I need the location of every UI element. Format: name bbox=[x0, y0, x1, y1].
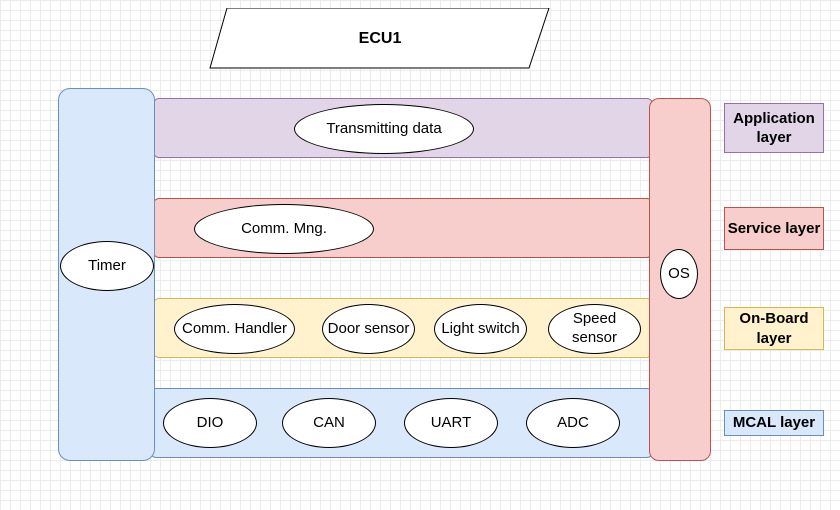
service-layer-label: Service layer bbox=[724, 207, 824, 250]
os-node: OS bbox=[660, 249, 698, 299]
door-sensor-node: Door sensor bbox=[322, 304, 415, 354]
can-node: CAN bbox=[282, 398, 376, 448]
light-switch-node: Light switch bbox=[434, 304, 527, 354]
onboard-layer-label: On-Board layer bbox=[724, 307, 824, 350]
adc-node: ADC bbox=[526, 398, 620, 448]
timer-node: Timer bbox=[60, 241, 154, 291]
dio-node: DIO bbox=[163, 398, 257, 448]
speed-sensor-node: Speed sensor bbox=[548, 304, 641, 354]
title-parallelogram bbox=[209, 8, 550, 69]
comm-mng-node: Comm. Mng. bbox=[194, 204, 374, 254]
application-layer-label: Application layer bbox=[724, 103, 824, 153]
mcal-layer-label: MCAL layer bbox=[724, 410, 824, 436]
comm-handler-node: Comm. Handler bbox=[174, 304, 295, 354]
transmitting-data-node: Transmitting data bbox=[294, 104, 474, 154]
diagram-title: ECU1 bbox=[358, 30, 402, 47]
uart-node: UART bbox=[404, 398, 498, 448]
